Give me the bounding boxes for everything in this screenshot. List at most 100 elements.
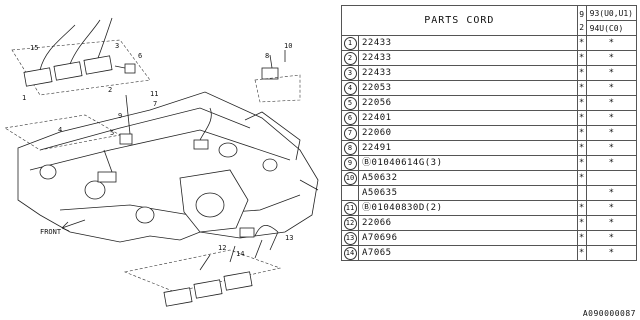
row-index: 9: [341, 155, 359, 171]
row-index-circle: 6: [343, 111, 357, 125]
applicability-mark: *: [576, 230, 587, 246]
applicability-mark: *: [585, 95, 638, 111]
callout-5: 5: [110, 129, 114, 137]
row-index: 12: [341, 215, 359, 231]
callout-13: 13: [285, 234, 293, 242]
row-index: 3: [341, 65, 359, 81]
applicability-mark: *: [576, 125, 587, 141]
row-index-circle: 9: [343, 156, 357, 170]
applicability-mark: *: [576, 200, 587, 216]
part-number: A50635: [358, 185, 578, 201]
applicability-mark: *: [585, 110, 638, 126]
callout-3: 3: [115, 42, 119, 50]
row-index: 7: [341, 125, 359, 141]
applicability-mark: *: [576, 65, 587, 81]
header-col1: 93(U0,U1): [585, 5, 638, 21]
header-col2-code: 4U(C0): [594, 23, 624, 33]
row-index: 8: [341, 140, 359, 156]
callout-4: 4: [58, 126, 62, 134]
row-index-circle: 2: [343, 51, 357, 65]
applicability-mark: *: [585, 215, 638, 231]
applicability-mark: *: [585, 245, 638, 261]
callout-1: 1: [22, 94, 26, 102]
header-year-top: 9: [579, 9, 585, 19]
row-index: 13: [341, 230, 359, 246]
applicability-mark: *: [576, 155, 587, 171]
applicability-mark: *: [585, 80, 638, 96]
applicability-mark: *: [576, 110, 587, 126]
header-title: PARTS CORD: [341, 5, 578, 36]
row-index: [341, 185, 359, 201]
row-index-circle: 8: [343, 141, 357, 155]
part-number: 22401: [358, 110, 578, 126]
row-index-circle: 13: [343, 231, 357, 245]
row-index-circle: 5: [343, 96, 357, 110]
coil-assembly-bottom: [123, 224, 282, 307]
applicability-mark: *: [585, 140, 638, 156]
row-index-circle: 12: [343, 216, 357, 230]
row-index-circle: 1: [343, 36, 357, 50]
applicability-mark: *: [576, 245, 587, 261]
row-index: 2: [341, 50, 359, 66]
applicability-mark: *: [576, 95, 587, 111]
applicability-mark: *: [585, 50, 638, 66]
callout-12: 12: [218, 244, 226, 252]
row-index: 11: [341, 200, 359, 216]
header-col2: 94U(C0): [585, 20, 638, 36]
part-number: Ⓑ01040830D(2): [358, 200, 578, 216]
part-number: A70696: [358, 230, 578, 246]
row-index: 4: [341, 80, 359, 96]
row-index: 10: [341, 170, 359, 186]
callout-11: 11: [150, 90, 158, 98]
applicability-mark: *: [585, 35, 638, 51]
part-number: 22056: [358, 95, 578, 111]
header-year-bottom: 2: [579, 22, 585, 32]
applicability-mark: *: [576, 50, 587, 66]
row-index-circle: 10: [343, 171, 357, 185]
part-number: 22053: [358, 80, 578, 96]
row-index: 6: [341, 110, 359, 126]
applicability-mark: *: [576, 215, 587, 231]
callout-10: 10: [284, 42, 292, 50]
callout-9: 9: [118, 112, 122, 120]
applicability-mark: *: [576, 35, 587, 51]
table-header-row-1: PARTS CORD 9 2 93(U0,U1): [341, 5, 638, 36]
applicability-mark: *: [585, 200, 638, 216]
row-index-circle: 3: [343, 66, 357, 80]
row-index-circle: 14: [343, 246, 357, 260]
applicability-mark: *: [576, 140, 587, 156]
coil-assembly-top: [11, 17, 151, 96]
applicability-mark: *: [576, 170, 587, 186]
applicability-mark: [576, 185, 587, 201]
row-index-circle: 11: [343, 201, 357, 215]
callout-7: 7: [153, 100, 157, 108]
part-number: 22066: [358, 215, 578, 231]
applicability-mark: *: [585, 155, 638, 171]
part-number: 22433: [358, 65, 578, 81]
applicability-mark: *: [585, 185, 638, 201]
row-index-circle: 4: [343, 81, 357, 95]
bracket-pieces: [4, 50, 301, 183]
row-index: 1: [341, 35, 359, 51]
applicability-mark: *: [585, 65, 638, 81]
part-number: 22433: [358, 35, 578, 51]
table-row: A50635 *: [341, 185, 638, 201]
part-number: Ⓑ01040614G(3): [358, 155, 578, 171]
row-index-circle: 7: [343, 126, 357, 140]
parts-diagram: 1 2 3 4 5 6 7 8 9 10 11 12 13 14 15 FRON…: [4, 17, 319, 307]
document-code: A090000087: [582, 309, 636, 318]
